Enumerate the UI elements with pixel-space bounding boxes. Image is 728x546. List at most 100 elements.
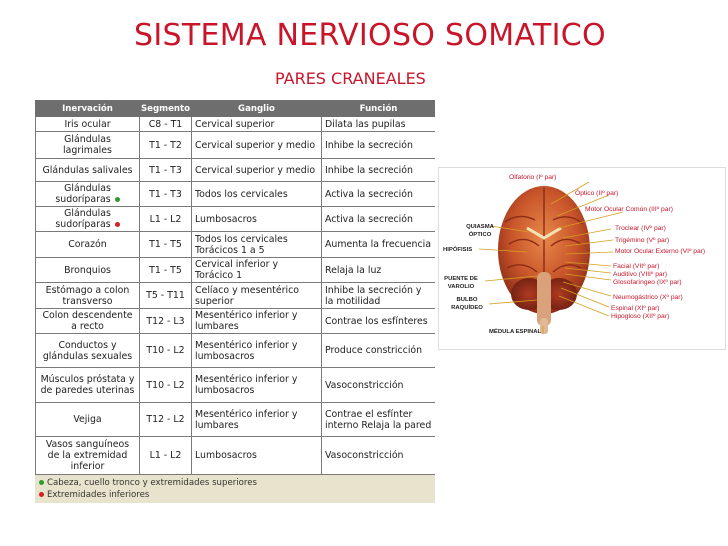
inervacion-cell-text: Estómago a colon transverso	[45, 284, 130, 307]
spinal-cord	[540, 318, 548, 334]
ganglio-cell-text: Cervical superior y medio	[195, 139, 316, 151]
inervacion-cell: Conductos y glándulas sexuales	[35, 333, 140, 368]
segmento-cell-text: T10 - L2	[146, 345, 185, 356]
segmento-cell-text: L1 - L2	[149, 213, 182, 225]
inervacion-cell: Bronquios	[35, 257, 140, 283]
inervacion-cell: Colon descendente a recto	[35, 308, 140, 334]
segmento-cell: T10 - L2	[139, 333, 192, 368]
funcion-cell: Produce constricción	[321, 333, 435, 368]
table-legend: Cabeza, cuello tronco y extremidades sup…	[35, 475, 435, 503]
segmento-cell: T5 - T11	[139, 282, 192, 309]
segmento-cell-text: T1 - T5	[149, 264, 182, 276]
label-facial: Facial (VIIº par)	[613, 263, 660, 270]
ganglio-cell: Mesentérico inferior y lumbares	[191, 402, 322, 437]
ganglio-cell: Cervical superior y medio	[191, 131, 322, 159]
legend-item: Cabeza, cuello tronco y extremidades sup…	[39, 477, 431, 489]
label-motor-ocular-externo: Motor Ocular Externo (VIº par)	[615, 248, 706, 255]
segmento-cell-text: C8 - T1	[148, 118, 183, 130]
segmento-cell-text: T12 - L3	[146, 315, 185, 327]
table-row: Vasos sanguíneos de la extremidad inferi…	[35, 436, 435, 475]
label-optico: Óptico (IIº par)	[575, 190, 619, 197]
inervacion-cell: Vasos sanguíneos de la extremidad inferi…	[35, 436, 140, 475]
brain-folds	[504, 188, 584, 318]
segmento-cell: T12 - L3	[139, 308, 192, 334]
segmento-cell-text: T10 - L2	[146, 379, 185, 391]
label-auditivo: Auditivo (VIIIº par)	[613, 271, 668, 278]
inervacion-cell-text: Glándulas sudoríparas	[55, 183, 111, 205]
inervacion-cell: Iris ocular	[35, 116, 140, 132]
segmento-cell: L1 - L2	[139, 206, 192, 232]
funcion-cell-text: Inhibe la secreción y la motilidad	[325, 284, 422, 307]
header-inervacion: Inervación	[35, 100, 140, 117]
funcion-cell-text: Vasoconstricción	[325, 379, 404, 391]
funcion-cell-text: Produce constricción	[325, 345, 423, 356]
segmento-cell-text: T1 - T3	[149, 164, 182, 176]
funcion-cell-text: Contrae los esfínteres	[325, 315, 428, 327]
ganglio-cell: Lumbosacros	[191, 206, 322, 232]
segmento-cell-text: T1 - T5	[149, 239, 182, 250]
ganglio-cell-text: Lumbosacros	[195, 450, 257, 461]
table-row: Glándulas lagrimales T1 - T2 Cervical supe…	[35, 131, 435, 159]
funcion-cell: Inhibe la secreción	[321, 158, 435, 182]
segmento-cell-text: T5 - T11	[146, 290, 185, 301]
funcion-cell-text: Relaja la luz	[325, 264, 382, 276]
label-quiasma-optico: QUIASMA ÓPTICO	[466, 224, 494, 238]
ganglio-cell-text: Cervical superior y medio	[195, 164, 316, 176]
ganglio-cell-text: Todos los cervicales Torácicos 1 a 5	[195, 233, 288, 256]
inervacion-cell: Músculos próstata y de paredes uterinas	[35, 367, 140, 403]
funcion-cell-text: Vasoconstricción	[325, 450, 404, 461]
inervacion-cell-text: Glándulas salivales	[42, 164, 133, 176]
ganglio-cell-text: Mesentérico inferior y lumbares	[195, 408, 298, 431]
inervacion-cell-text: Vejiga	[73, 414, 102, 425]
label-bulbo-raquideo: BULBO RAQUÍDEO	[451, 297, 483, 311]
ganglio-cell-text: Mesentérico inferior y lumbares	[195, 310, 298, 332]
inervacion-cell-text: Vasos sanguíneos de la extremidad inferi…	[45, 439, 130, 472]
ganglio-cell: Todos los cervicales	[191, 181, 322, 207]
header-ganglio: Ganglio	[191, 100, 322, 117]
optic-nerves	[526, 226, 562, 240]
inervacion-cell-text: Iris ocular	[64, 118, 111, 130]
funcion-cell: Vasoconstricción	[321, 367, 435, 403]
table-row: Músculos próstata y de paredes uterinas T…	[35, 367, 435, 403]
label-neumogastrico: Neumogástrico (Xº par)	[613, 294, 683, 301]
funcion-cell-text: Contrae el esfínter interno Relaja la pa…	[325, 408, 432, 431]
funcion-cell-text: Dilata las pupilas	[325, 118, 406, 130]
innervation-table: Inervación Segmento Ganglio Función Iris…	[35, 100, 435, 546]
table-row: Glándulas sudoríparas L1 - L2 Lumbosacros A…	[35, 206, 435, 232]
ganglio-cell: Cervical inferior y Torácico 1	[191, 257, 322, 283]
legend-item: Extremidades inferiores	[39, 489, 431, 501]
segmento-cell: C8 - T1	[139, 116, 192, 132]
segmento-cell: T10 - L2	[139, 367, 192, 403]
ganglio-cell: Cervical superior y medio	[191, 158, 322, 182]
ganglio-cell: Todos los cervicales Torácicos 1 a 5	[191, 231, 322, 258]
header-funcion: Función	[321, 100, 435, 117]
nerve-lines	[478, 181, 624, 334]
label-troclear: Troclear (IVº par)	[615, 225, 666, 232]
inervacion-cell-text: Conductos y glándulas sexuales	[42, 339, 133, 362]
funcion-cell: Vasoconstricción	[321, 436, 435, 475]
header-segmento: Segmento	[139, 100, 192, 117]
funcion-cell: Aumenta la frecuencia	[321, 231, 435, 258]
funcion-cell: Activa la secreción	[321, 206, 435, 232]
label-hipofisis: HIPÓFISIS	[443, 247, 473, 253]
legend-text: Cabeza, cuello tronco y extremidades sup…	[47, 478, 258, 488]
brain-illustration	[478, 181, 624, 334]
label-trigemino: Trigémino (Vº par)	[615, 237, 670, 244]
green-dot-icon	[39, 480, 44, 485]
inervacion-cell-text: Glándulas lagrimales	[63, 134, 112, 156]
segmento-cell-text: T1 - T2	[149, 139, 182, 151]
inervacion-cell-text: Corazón	[68, 239, 107, 250]
segmento-cell: T1 - T3	[139, 158, 192, 182]
funcion-cell-text: Activa la secreción	[325, 213, 413, 225]
funcion-cell: Contrae los esfínteres	[321, 308, 435, 334]
inervacion-cell: Estómago a colon transverso	[35, 282, 140, 309]
table-row: Corazón T1 - T5 Todos los cervicales Torác…	[35, 231, 435, 258]
inervacion-cell: Corazón	[35, 231, 140, 258]
label-medula-espinal: MÉDULA ESPINAL	[489, 329, 542, 335]
funcion-cell: Dilata las pupilas	[321, 116, 435, 132]
red-dot-icon	[114, 222, 120, 227]
funcion-cell: Inhibe la secreción	[321, 131, 435, 159]
inervacion-cell-text: Glándulas sudoríparas	[55, 208, 111, 230]
ganglio-cell-text: Lumbosacros	[195, 213, 257, 225]
